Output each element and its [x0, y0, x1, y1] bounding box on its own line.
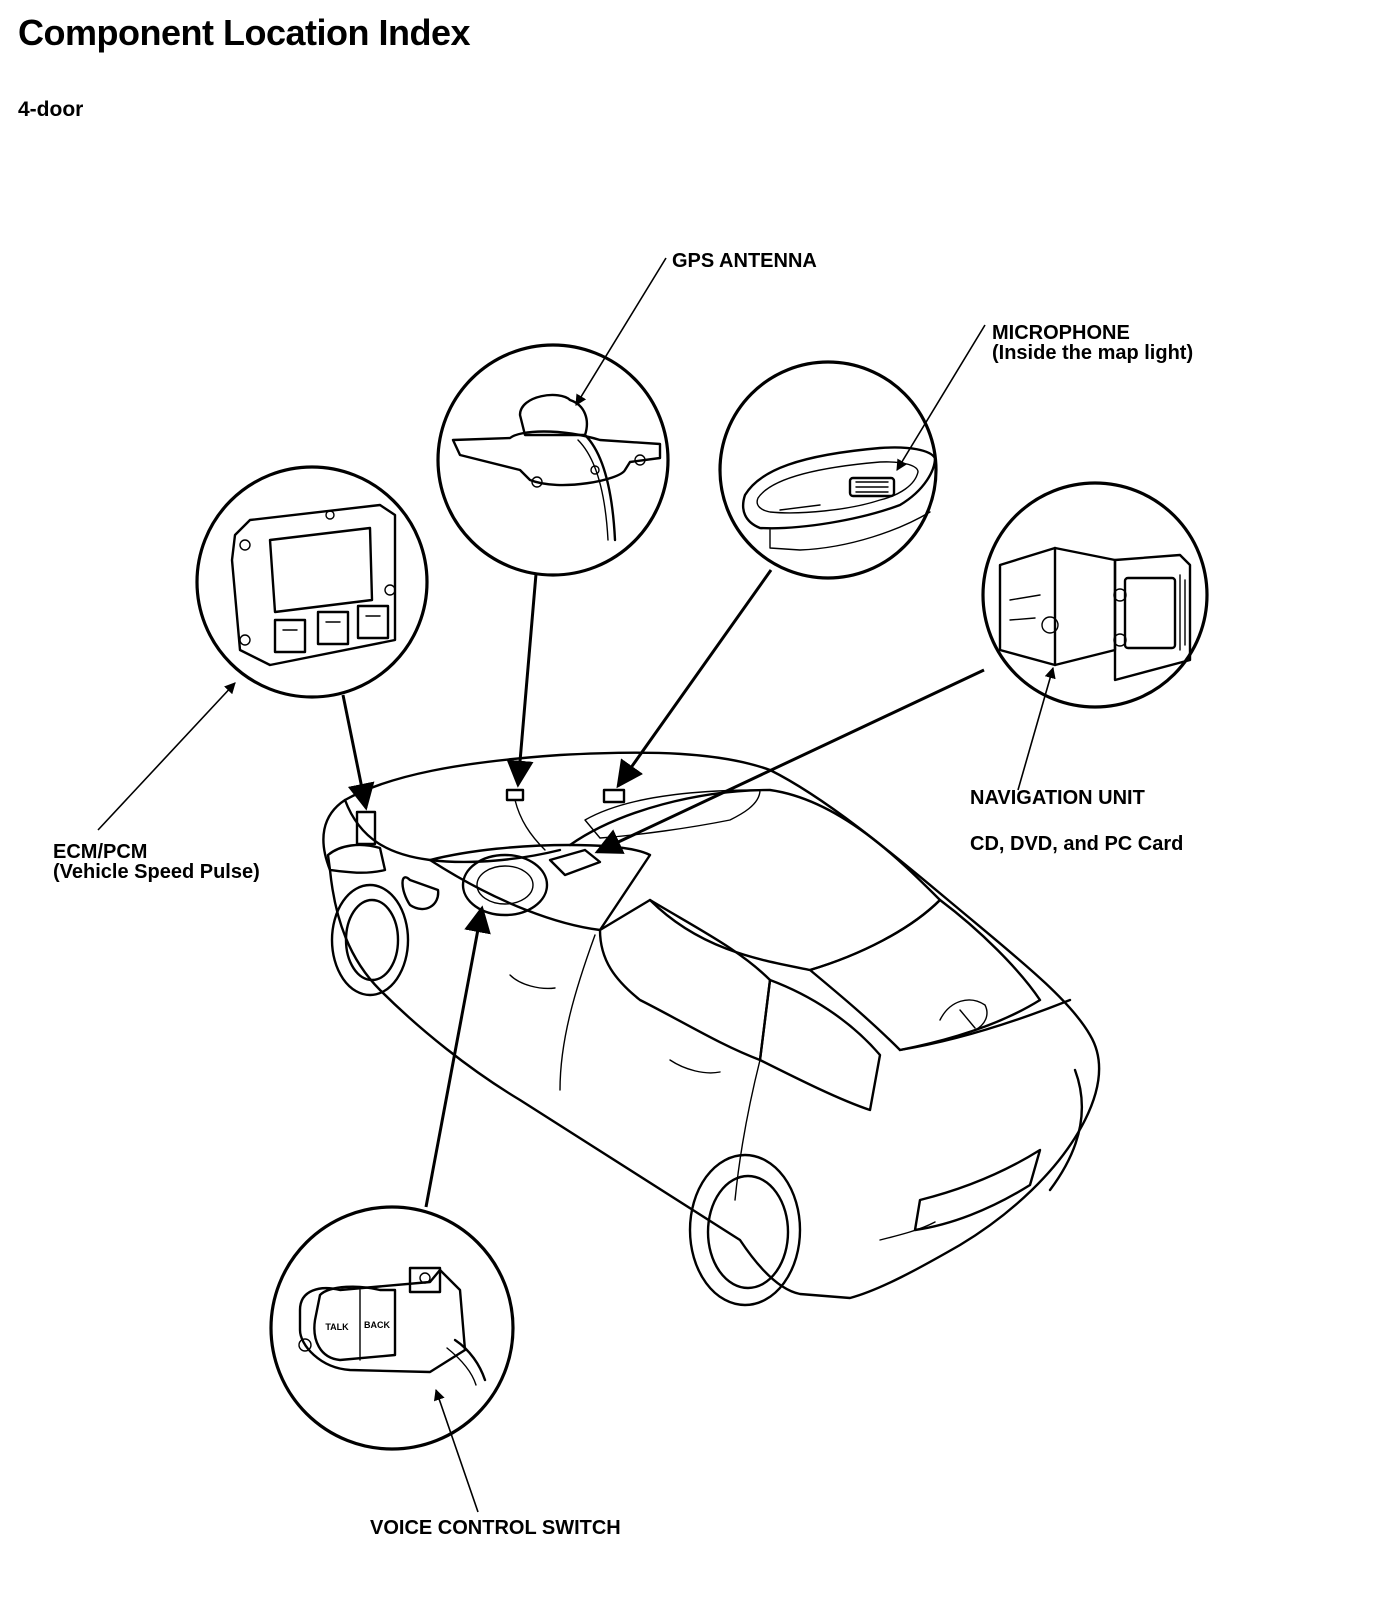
navigation-unit-label: NAVIGATION UNIT: [970, 787, 1145, 809]
gps-antenna-detail: [436, 343, 670, 577]
navigation-unit-detail: [981, 481, 1209, 709]
page-title: Component Location Index: [18, 12, 471, 53]
microphone-note: (Inside the map light): [992, 342, 1194, 364]
microphone-label: MICROPHONE: [992, 322, 1130, 344]
microphone-label-group: MICROPHONE (Inside the map light): [992, 323, 1193, 363]
ecm-pcm-label-group: ECM/PCM (Vehicle Speed Pulse): [53, 842, 260, 882]
talk-button-label: TALK: [325, 1322, 349, 1332]
label-leaders: [97, 257, 1056, 1513]
ecm-pcm-detail: [195, 465, 429, 699]
page-subtitle: 4-door: [18, 98, 84, 121]
microphone-detail: [718, 360, 938, 580]
gps-antenna-label: GPS ANTENNA: [672, 250, 817, 272]
back-button-label: BACK: [364, 1320, 390, 1330]
car-body-drawing: [322, 751, 1101, 1307]
voice-control-switch-label: VOICE CONTROL SWITCH: [370, 1517, 621, 1539]
navigation-unit-note: CD, DVD, and PC Card: [970, 833, 1184, 855]
location-arrows: [341, 569, 985, 1208]
voice-control-switch-detail: TALK BACK: [269, 1205, 515, 1451]
ecm-pcm-label: ECM/PCM: [53, 841, 148, 863]
ecm-pcm-note: (Vehicle Speed Pulse): [53, 861, 260, 883]
